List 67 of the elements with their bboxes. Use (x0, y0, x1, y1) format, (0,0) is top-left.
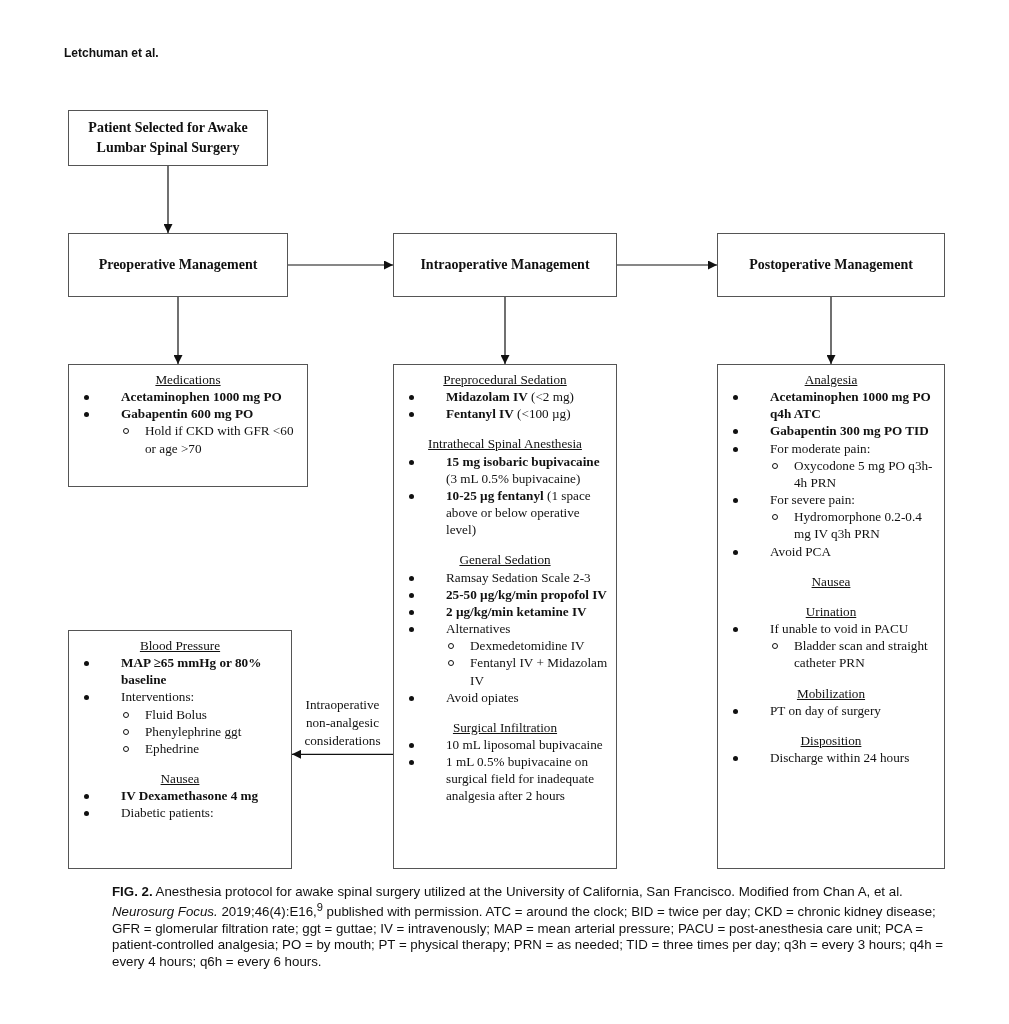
list-item: IV Dexamethasone 4 mg (73, 787, 287, 805)
list-item: Phenylephrine ggt (73, 722, 287, 740)
list-box (68, 364, 308, 487)
list-item: Acetaminophen 1000 mg PO (73, 388, 303, 406)
list-item: Discharge within 24 hours (722, 748, 940, 767)
list-item: Ephedrine (73, 739, 287, 758)
process-box (68, 233, 288, 297)
list-item: Dexmedetomidine IV (398, 637, 612, 655)
list-item: 10 mL liposomal bupivacaine (398, 735, 612, 754)
arrow (173, 296, 183, 365)
arrow (616, 260, 718, 270)
list-item: For severe pain: (722, 491, 940, 509)
list-item: Acetaminophen 1000 mg PO q4h ATC (722, 388, 940, 423)
arrow (826, 296, 836, 365)
list-item: Hydromorphone 0.2-0.4 mg IV q3h PRN (722, 508, 940, 543)
author-header: Letchuman et al. (64, 46, 159, 60)
section-heading: Surgical Infiltration (451, 718, 559, 736)
process-box (717, 233, 945, 297)
arrow (287, 260, 394, 270)
section-heading: Mobilization (795, 684, 867, 702)
list-box (717, 364, 945, 869)
list-item: Interventions: (73, 688, 287, 706)
list-item: Ramsay Sedation Scale 2-3 (398, 568, 612, 586)
list-item: Oxycodone 5 mg PO q3h-4h PRN (722, 456, 940, 492)
list-item: Fentanyl IV (<100 µg) (398, 405, 612, 423)
list-item: Fluid Bolus (73, 705, 287, 723)
list-item: Gabapentin 600 mg PO (73, 405, 303, 423)
list-box (393, 364, 617, 869)
process-box (68, 110, 268, 166)
list-item: Avoid opiates (398, 688, 612, 706)
arrow (291, 749, 394, 759)
figure-caption: FIG. 2. Anesthesia protocol for awake spinal surgery utilized at the University of California, San Francisco. Modified from Chan A, et al. Neurosurg Focus. 2019;46(4):E16,$^{9}$ published with permission. ATC = around the clock; BID = twice per day; CKD = chronic kidney disease; GFR = glomerular filtration rate; ggt = guttae; IV = intravenously; MAP = mean arterial pressure; PACU = post-anesthesia care unit; PCA = patient-controlled analgesia; PO = by mouth; PT = physical therapy; PRN = as needed; TID = three times per day; q3h = every 3 hours; q4h = every 4 hours; q6h = every 6 hours. (112, 884, 945, 971)
list-box (68, 630, 292, 869)
list-item: 2 µg/kg/min ketamine IV (398, 602, 612, 621)
process-box (393, 233, 617, 297)
list-item: Gabapentin 300 mg PO TID (722, 422, 940, 440)
section-heading: Analgesia (803, 371, 859, 389)
section-heading: Intrathecal Spinal Anesthesia (427, 435, 583, 453)
list-item: Alternatives (398, 620, 612, 638)
list-item: 25-50 µg/kg/min propofol IV (398, 585, 612, 603)
box-title: Preoperative Management (98, 256, 258, 275)
section-heading: Urination (804, 602, 858, 621)
list-item: MAP ≥65 mmHg or 80% baseline (73, 654, 287, 689)
box-title: Patient Selected for Awake Lumbar Spinal Surgery (87, 119, 249, 157)
list-item: PT on day of surgery (722, 701, 940, 719)
box-title: Intraoperative Management (420, 256, 590, 275)
list-item: Fentanyl IV + Midazolam IV (398, 654, 612, 689)
list-item: 1 mL 0.5% bupivacaine on surgical field for inadequate analgesia after 2 hours (398, 753, 612, 805)
section-heading: Nausea (159, 770, 201, 788)
list-item: Diabetic patients: (73, 804, 287, 822)
section-heading: Blood Pressure (138, 637, 222, 655)
arrow (500, 296, 510, 365)
section-heading: General Sedation (458, 551, 552, 569)
list-item: Hold if CKD with GFR <60 or age >70 (73, 422, 303, 457)
list-item: If unable to void in PACU (722, 620, 940, 638)
list-item: For moderate pain: (722, 439, 940, 457)
section-heading: Medications (154, 371, 222, 389)
list-item: Avoid PCA (722, 542, 940, 560)
list-item: 10-25 µg fentanyl (1 space above or below operative level) (398, 486, 612, 539)
list-item: 15 mg isobaric bupivacaine (3 mL 0.5% bupivacaine) (398, 452, 612, 487)
list-item: Bladder scan and straight catheter PRN (722, 637, 940, 672)
section-heading: Disposition (799, 731, 863, 749)
section-heading: Preprocedural Sedation (442, 371, 568, 389)
arrow (163, 165, 173, 234)
section-heading: Nausea (810, 572, 852, 590)
list-item: Midazolam IV (<2 mg) (398, 388, 612, 406)
box-title: Postoperative Management (749, 256, 913, 275)
